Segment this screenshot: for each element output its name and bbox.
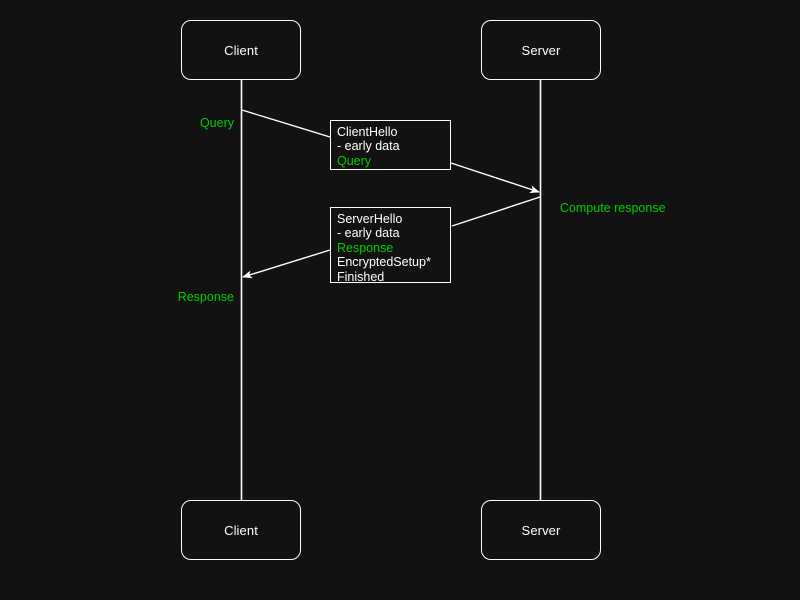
actor-box-client-top[interactable]: Client	[181, 20, 301, 80]
actor-label-server-top: Server	[521, 42, 561, 58]
flow-label-query: Query	[101, 104, 234, 142]
note-box-client-hello[interactable]: ClientHello - early data Query	[330, 120, 451, 170]
flow-label-response-text: Response	[177, 289, 234, 304]
note-line: Query	[337, 153, 372, 168]
flow-label-query-text: Query	[199, 115, 234, 130]
note-line: - early data	[337, 139, 400, 154]
actor-label-client-top: Client	[224, 42, 258, 58]
connector-client-to-clienthello	[241, 109, 331, 138]
actor-box-server-top[interactable]: Server	[481, 20, 601, 80]
note-line: - early data	[337, 226, 400, 241]
note-line: Response	[337, 240, 394, 255]
actor-label-client-bottom: Client	[224, 522, 258, 538]
flow-label-compute-response: Compute response	[546, 189, 666, 227]
connector-serverhello-to-client	[242, 249, 331, 279]
connector-clienthello-to-server	[450, 162, 540, 193]
actor-box-client-bottom[interactable]: Client	[181, 500, 301, 560]
note-line: Finished	[337, 269, 385, 284]
note-line: EncryptedSetup*	[337, 255, 431, 270]
note-box-server-hello[interactable]: ServerHello - early data Response Encryp…	[330, 207, 451, 284]
note-line: ClientHello	[337, 125, 398, 139]
flow-label-compute-response-text: Compute response	[559, 200, 666, 215]
actor-label-server-bottom: Server	[521, 522, 561, 538]
actor-box-server-bottom[interactable]: Server	[481, 500, 601, 560]
note-line: ServerHello	[337, 212, 403, 226]
flow-label-response: Response	[101, 278, 234, 316]
connector-server-to-serverhello	[451, 196, 541, 227]
